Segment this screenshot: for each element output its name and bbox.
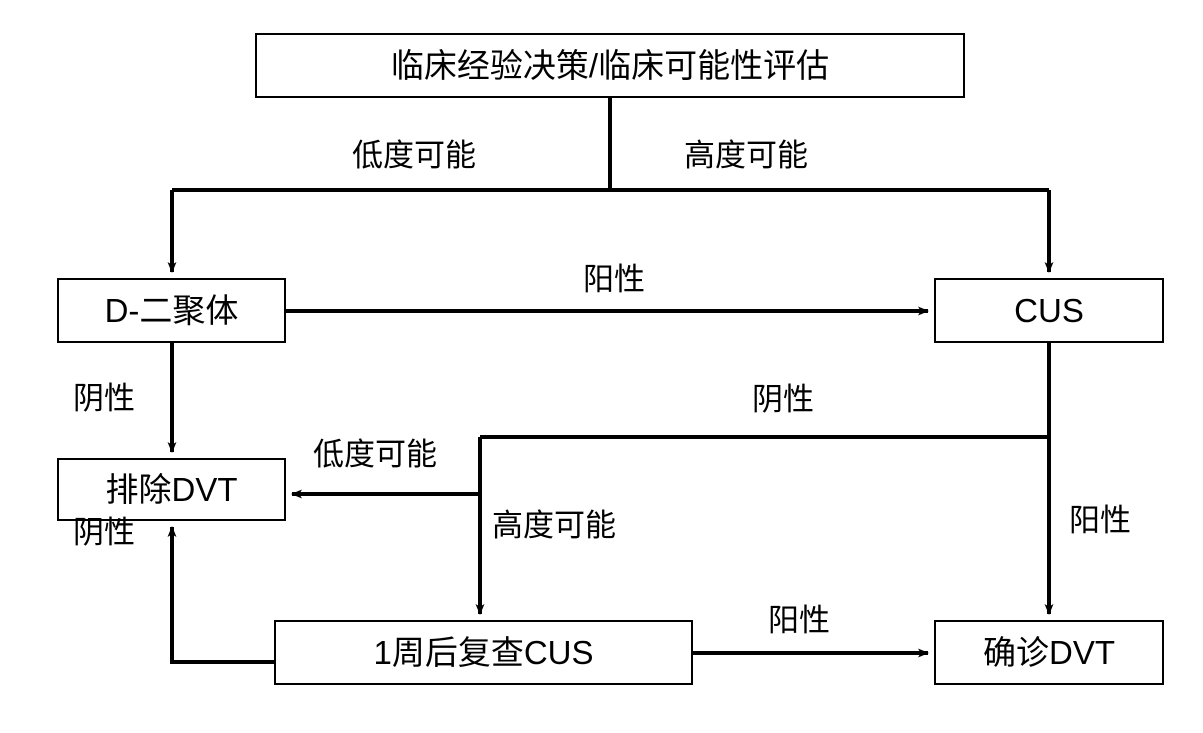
node-repeat-cus-one-week-label: 1周后复查CUS: [373, 634, 594, 671]
node-clinical-assessment-label: 临床经验决策/临床可能性评估: [390, 47, 830, 84]
edge-label-low-probability-top: 低度可能: [352, 138, 476, 173]
edge-repeat-to-exclude: [167, 526, 274, 664]
edge-label-high-probability-top: 高度可能: [684, 138, 808, 173]
node-d-dimer-label: D-二聚体: [104, 292, 239, 329]
node-exclude-dvt-label: 排除DVT: [105, 471, 238, 508]
edge-label-positive-cus: 阳性: [1069, 503, 1131, 538]
edge-label-positive-ddimer: 阳性: [583, 262, 645, 297]
edge-label-positive-repeat-cus: 阳性: [768, 603, 830, 638]
edge-label-negative-ddimer: 阴性: [73, 381, 135, 416]
edge-label-low-probability-mid: 低度可能: [313, 437, 437, 472]
edge-label-negative-repeat-cus: 阴性: [73, 515, 135, 550]
node-clinical-assessment[interactable]: 临床经验决策/临床可能性评估: [255, 33, 965, 98]
node-confirm-dvt[interactable]: 确诊DVT: [934, 620, 1164, 685]
node-confirm-dvt-label: 确诊DVT: [983, 634, 1115, 671]
node-cus-label: CUS: [1014, 292, 1084, 329]
node-repeat-cus-one-week[interactable]: 1周后复查CUS: [274, 620, 693, 685]
edge-label-negative-cus: 阴性: [752, 382, 814, 417]
edge-label-high-probability-mid: 高度可能: [492, 508, 616, 543]
node-exclude-dvt[interactable]: 排除DVT: [57, 458, 286, 521]
node-cus[interactable]: CUS: [934, 278, 1164, 343]
node-d-dimer[interactable]: D-二聚体: [57, 278, 286, 343]
